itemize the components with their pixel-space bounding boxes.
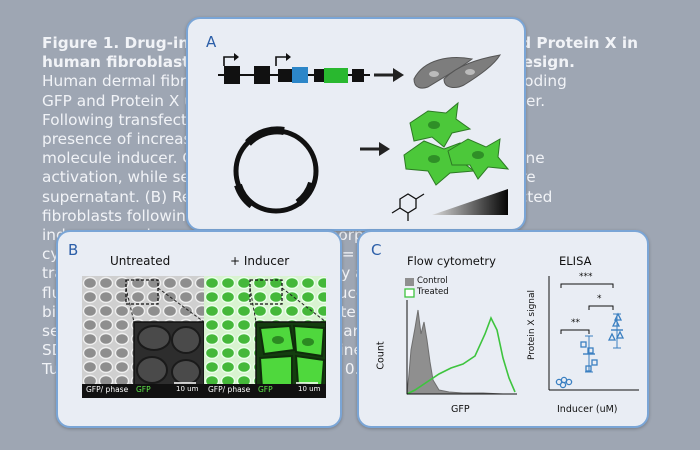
plasmid-segment	[245, 126, 285, 146]
untreated-title: Untreated	[110, 254, 171, 268]
elisa-y-label: Protein X signal	[527, 289, 538, 361]
inducer-micrograph	[204, 276, 326, 398]
legend-control-label: Control	[417, 276, 448, 286]
significance-outer-label: ***	[579, 272, 593, 282]
untreated-scale-label: 10 um	[176, 385, 199, 393]
concentration-gradient-wedge	[432, 189, 508, 215]
zoom-line	[249, 287, 257, 323]
elisa-group-low	[555, 376, 573, 389]
panel-a-schematic	[218, 53, 510, 221]
flow-title: Flow cytometry	[407, 254, 496, 268]
zoom-box	[125, 279, 159, 305]
construct-block	[278, 69, 292, 82]
construct-block	[314, 69, 324, 82]
untreated-gfp-caption: GFP	[136, 385, 151, 394]
significance-bracket-right	[588, 305, 614, 310]
promoter-block	[292, 67, 308, 83]
legend-treated-label: Treated	[417, 287, 449, 297]
inducer-molecule-icon	[391, 193, 425, 221]
flow-y-label: Count	[375, 341, 387, 370]
panel-a-label: A	[206, 33, 217, 51]
gfp-gene-block	[324, 68, 348, 83]
plasmid-segment	[295, 181, 316, 207]
zoom-box	[249, 279, 283, 305]
construct-block	[254, 66, 270, 84]
construct-block	[224, 66, 240, 84]
induced-cells	[403, 101, 510, 186]
zoom-line	[125, 287, 135, 323]
elisa-title: ELISA	[559, 254, 592, 268]
legend-control-swatch	[405, 278, 414, 286]
elisa-x-label: Inducer (uM)	[557, 404, 618, 415]
inducer-phase-caption: GFP/ phase	[206, 385, 253, 394]
treated-histogram	[406, 316, 516, 395]
significance-bracket-left	[560, 329, 590, 334]
elisa-group-mid	[580, 335, 598, 373]
gfp-inset-cells	[136, 325, 201, 385]
arrow-head	[379, 142, 390, 156]
inducer-gfp-caption: GFP	[258, 385, 273, 394]
panel-c: C Flow cytometry ELISA Control Treated C…	[357, 230, 649, 428]
promoter-arrow-head	[234, 53, 239, 61]
inducer-title: + Inducer	[230, 254, 290, 268]
plasmid-segment	[234, 183, 255, 209]
uninduced-cells	[413, 54, 501, 89]
elisa-group-high	[607, 312, 625, 349]
significance-right-label: *	[597, 294, 602, 304]
construct-block	[352, 69, 364, 82]
panel-c-label: C	[371, 241, 382, 259]
significance-left-label: **	[571, 318, 580, 328]
arrow-head	[393, 68, 404, 82]
zoom-line	[281, 287, 326, 323]
promoter-arrow-head	[286, 53, 291, 61]
panel-a: A	[186, 17, 526, 231]
panel-b: B Untreated + Inducer	[56, 230, 342, 428]
untreated-phase-caption: GFP/ phase	[84, 385, 131, 394]
promoter-arrow	[223, 56, 234, 66]
inducer-scale-label: 10 um	[298, 385, 321, 393]
flow-x-label: GFP	[451, 404, 470, 415]
flow-cytometry-histogram	[404, 278, 517, 395]
zoom-line	[157, 287, 204, 323]
panel-b-label: B	[68, 241, 79, 259]
legend-treated-swatch	[404, 288, 415, 298]
elisa-dot-plot	[548, 276, 639, 391]
gfp-inset-cells	[258, 324, 326, 390]
untreated-micrograph	[82, 276, 204, 398]
promoter-arrow	[275, 56, 286, 66]
control-histogram	[406, 309, 504, 395]
significance-bracket-outer	[560, 283, 614, 288]
